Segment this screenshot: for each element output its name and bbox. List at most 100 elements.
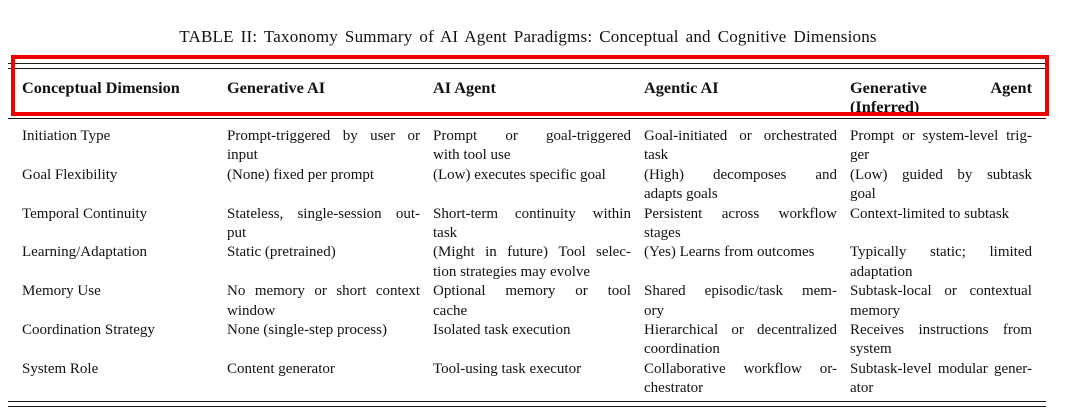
cell-word: Subtask-local bbox=[850, 283, 932, 300]
cell-word: Shared bbox=[644, 283, 686, 300]
cell-word: or bbox=[505, 128, 518, 144]
cell-word: Collaborative bbox=[644, 360, 726, 377]
column-header: AI Agent bbox=[433, 78, 496, 97]
cell-word: future) bbox=[507, 244, 548, 261]
cell-word: goal-triggered bbox=[546, 128, 631, 144]
cell-word: and bbox=[815, 166, 837, 183]
cell-word: or bbox=[731, 321, 744, 338]
cell-word: user bbox=[370, 128, 396, 144]
table-caption: TABLE II: Taxonomy Summary of AI Agent P… bbox=[179, 27, 877, 46]
cell-word: Subtask-level bbox=[850, 360, 932, 377]
cell-word: subtask bbox=[986, 166, 1032, 183]
cell-word: out- bbox=[395, 205, 420, 222]
cell-word: Generative bbox=[850, 78, 927, 97]
cell-word: decomposes bbox=[713, 166, 787, 183]
cell-word: or bbox=[575, 283, 588, 300]
cell-word: Prompt bbox=[433, 128, 478, 144]
table-row: Goal Flexibility (None) fixed per prompt (… bbox=[8, 166, 1046, 205]
table-cell: (None) fixed per prompt bbox=[227, 166, 375, 183]
table-cell: Content generator bbox=[227, 360, 335, 377]
cell-word: gener- bbox=[993, 360, 1032, 377]
column-header: Conceptual Dimension bbox=[22, 78, 180, 97]
cell-word: contextual bbox=[969, 283, 1032, 300]
cell-word: in bbox=[485, 244, 497, 261]
row-dimension-label: Temporal Continuity bbox=[22, 205, 148, 222]
cell-word: Prompt bbox=[850, 128, 895, 144]
table-row: Temporal Continuity Stateless, single-sess… bbox=[8, 205, 1046, 244]
row-dimension-label: Learning/Adaptation bbox=[22, 244, 147, 261]
cell-word: Typically bbox=[850, 244, 907, 261]
cell-word: instructions bbox=[918, 321, 989, 338]
cell-word: memory bbox=[505, 283, 556, 300]
cell-word: Hierarchical bbox=[644, 321, 719, 338]
cell-word: Prompt-triggered bbox=[227, 128, 331, 144]
table-cell: (Low) executes specific goal bbox=[433, 166, 606, 183]
cell-word: guided bbox=[902, 166, 943, 183]
cell-word: Optional bbox=[433, 283, 486, 300]
cell-word: No bbox=[227, 283, 246, 300]
table-cell: Tool-using task executor bbox=[433, 360, 582, 377]
column-header: Generative AI bbox=[227, 78, 326, 97]
row-dimension-label: System Role bbox=[22, 360, 99, 377]
cell-word: Persistent bbox=[644, 205, 703, 222]
taxonomy-table: Conceptual Dimension Generative AI AI Agen… bbox=[8, 63, 1046, 407]
cell-word: within bbox=[592, 205, 631, 222]
table-bottom-rule bbox=[8, 400, 1046, 407]
cell-word: mem- bbox=[801, 283, 837, 300]
cell-word: memory bbox=[254, 283, 305, 300]
cell-word: Agent bbox=[990, 78, 1032, 97]
cell-word: modular bbox=[937, 360, 988, 377]
cell-word: (High) bbox=[644, 166, 684, 183]
row-dimension-label: Goal Flexibility bbox=[22, 166, 118, 183]
cell-word: Stateless, bbox=[227, 205, 284, 222]
cell-word: episodic/task bbox=[704, 283, 783, 300]
table-cell: None (single-step process) bbox=[227, 321, 387, 338]
cell-word: (Might bbox=[433, 244, 475, 261]
cell-word: orchestrated bbox=[763, 128, 837, 144]
cell-word: workflow bbox=[778, 205, 837, 222]
cell-word: context bbox=[375, 283, 420, 300]
row-dimension-label: Initiation Type bbox=[22, 128, 111, 144]
cell-word: tool bbox=[607, 283, 631, 300]
cell-word: static; bbox=[930, 244, 966, 261]
header-separator-rule bbox=[8, 118, 1046, 119]
cell-word: selec- bbox=[596, 244, 631, 261]
cell-word: continuity bbox=[514, 205, 576, 222]
cell-word: from bbox=[1002, 321, 1032, 338]
cell-word: single-session bbox=[297, 205, 382, 222]
table-row: System Role Content generator Tool-using t… bbox=[8, 360, 1046, 399]
cell-word: across bbox=[721, 205, 760, 222]
cell-word: Short-term bbox=[433, 205, 498, 222]
column-header: Agentic AI bbox=[644, 78, 719, 97]
cell-word: limited bbox=[989, 244, 1032, 261]
cell-word: short bbox=[336, 283, 367, 300]
cell-word: Goal-initiated bbox=[644, 128, 728, 144]
row-dimension-label: Memory Use bbox=[22, 283, 101, 300]
table-cell: Context-limited to subtask bbox=[850, 205, 1010, 222]
cell-word: by bbox=[957, 166, 973, 183]
table-top-rule bbox=[8, 63, 1046, 69]
cell-word: workflow bbox=[743, 360, 802, 377]
table-cell: Isolated task execution bbox=[433, 321, 571, 338]
